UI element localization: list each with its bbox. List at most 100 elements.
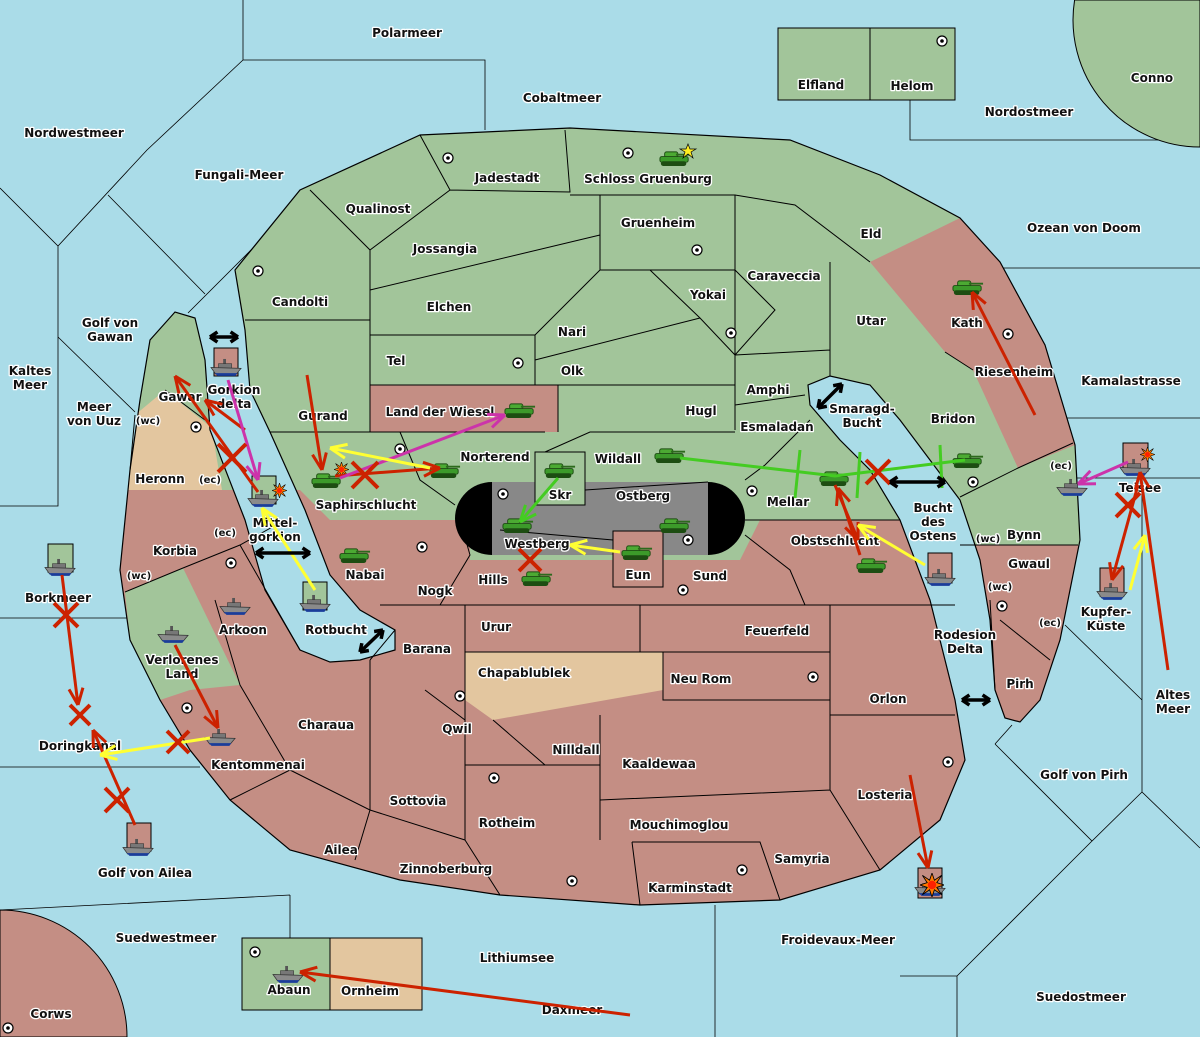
label-line: Golf von — [82, 316, 138, 330]
land-label-sottovia: Sottovia — [390, 794, 447, 808]
army-tank-icon[interactable] — [654, 448, 686, 464]
supply-center-icon — [181, 702, 193, 714]
supply-center-icon — [566, 875, 578, 887]
move-arrow — [60, 574, 85, 706]
coast-label: (ec) — [1050, 461, 1072, 472]
land-label-kath: Kath — [951, 316, 983, 330]
land-label-hugl: Hugl — [685, 404, 716, 418]
explosion-icon — [1140, 447, 1155, 462]
supply-center-icon — [682, 534, 694, 546]
supply-center-icon — [967, 476, 979, 488]
land-label-caraveccia: Caraveccia — [747, 269, 820, 283]
label-line: Kupfer- — [1081, 605, 1131, 619]
label-line: Küste — [1087, 619, 1126, 633]
verlorenes-land-territory[interactable] — [125, 568, 240, 700]
land-label-jossangia: Jossangia — [412, 242, 477, 256]
units — [44, 143, 1155, 984]
army-tank-icon[interactable] — [502, 518, 534, 534]
failed-order-cross-icon — [1114, 491, 1142, 519]
land-label-jadestadt: Jadestadt — [474, 171, 540, 185]
land-label-conno: Conno — [1131, 71, 1173, 85]
sea-label-nordwestmeer: Nordwestmeer — [24, 126, 124, 140]
land-label-losteria: Losteria — [857, 788, 912, 802]
failed-order-cross-icon — [52, 601, 80, 629]
army-tank-icon[interactable] — [856, 558, 888, 574]
land-label-olk: Olk — [561, 364, 584, 378]
coast-label: (wc) — [136, 416, 160, 427]
coast-label: (wc) — [127, 571, 151, 582]
sea-label-kamalastrasse: Kamalastrasse — [1081, 374, 1181, 388]
army-tank-icon[interactable] — [504, 403, 536, 419]
sea-label-nordostmeer: Nordostmeer — [985, 105, 1074, 119]
support-arrow — [856, 523, 926, 567]
failed-order-cross-icon — [517, 547, 543, 573]
army-tank-icon[interactable] — [659, 518, 691, 534]
failed-order-cross-icon — [165, 729, 191, 755]
helom-territory[interactable] — [869, 27, 956, 101]
sea-label-gorkion-delta: Gorkiondelta — [208, 383, 261, 411]
land-label-utar: Utar — [856, 314, 886, 328]
ornheim-territory[interactable] — [329, 937, 423, 1011]
army-tank-icon[interactable] — [952, 280, 984, 296]
land-label-bynn: Bynn — [1007, 528, 1041, 542]
supply-center-icon — [249, 946, 261, 958]
army-tank-icon[interactable] — [521, 571, 553, 587]
land-label-eun: Eun — [625, 568, 650, 582]
pink-territories-kath-riesenheim[interactable] — [870, 218, 1075, 468]
label-line: Bucht — [913, 501, 952, 515]
label-line: gorkion — [249, 530, 301, 544]
conno-territory[interactable] — [1072, 0, 1200, 148]
move-arrow — [305, 374, 328, 471]
land-label-qualinost: Qualinost — [346, 202, 411, 216]
sea-label-cobaltmeer: Cobaltmeer — [523, 91, 601, 105]
sea-label-golf-pirh: Golf von Pirh — [1040, 768, 1128, 782]
land-label-arkoon: Arkoon — [219, 623, 267, 637]
failed-order-cross-icon — [103, 786, 131, 814]
supply-center-icon — [416, 541, 428, 553]
label-line: Meer — [1156, 702, 1190, 716]
label-line: Bucht — [842, 416, 881, 430]
army-tank-icon[interactable] — [339, 548, 371, 564]
coast-label: (ec) — [1039, 618, 1061, 629]
label-line: Delta — [947, 642, 983, 656]
supply-center-icon — [190, 421, 202, 433]
label-line: Meer — [77, 400, 111, 414]
land-label-ailea: Ailea — [324, 843, 358, 857]
land-label-tel: Tel — [387, 354, 406, 368]
sea-label-suedostmeer: Suedostmeer — [1036, 990, 1126, 1004]
sea-label-polarmeer: Polarmeer — [372, 26, 442, 40]
land-der-wiesel-territory[interactable] — [370, 385, 558, 432]
heronn-territory[interactable] — [125, 390, 222, 490]
support-arrow — [329, 442, 431, 470]
label-line: Kaltes — [9, 364, 52, 378]
land-label-skr: Skr — [549, 488, 572, 502]
army-tank-icon[interactable] — [621, 545, 653, 561]
sea-label-smaragd-bucht: Smaragd-Bucht — [829, 402, 894, 430]
land-label-hills: Hills — [478, 573, 508, 587]
land-label-yokai: Yokai — [689, 288, 726, 302]
supply-center-icon — [252, 265, 264, 277]
land-label-neu-rom: Neu Rom — [671, 672, 732, 686]
supply-center-icon — [936, 35, 948, 47]
land-label-gurand: Gurand — [298, 409, 348, 423]
land-label-kaaldewaa: Kaaldewaa — [622, 757, 696, 771]
supply-center-icon — [225, 557, 237, 569]
star-icon — [678, 143, 698, 160]
support-arrow — [569, 538, 621, 556]
chapablublek-territory[interactable] — [465, 652, 663, 720]
corws-territory[interactable] — [0, 909, 128, 1037]
move-arrow — [173, 644, 220, 730]
double-arrow-icon — [961, 693, 991, 707]
land-label-mellar: Mellar — [767, 495, 809, 509]
sea-label-lithiumsee: Lithiumsee — [480, 951, 555, 965]
elfland-territory[interactable] — [777, 27, 871, 101]
army-tank-icon[interactable] — [544, 463, 576, 479]
land-label-gwaul: Gwaul — [1008, 557, 1050, 571]
land-label-amphi: Amphi — [746, 383, 789, 397]
